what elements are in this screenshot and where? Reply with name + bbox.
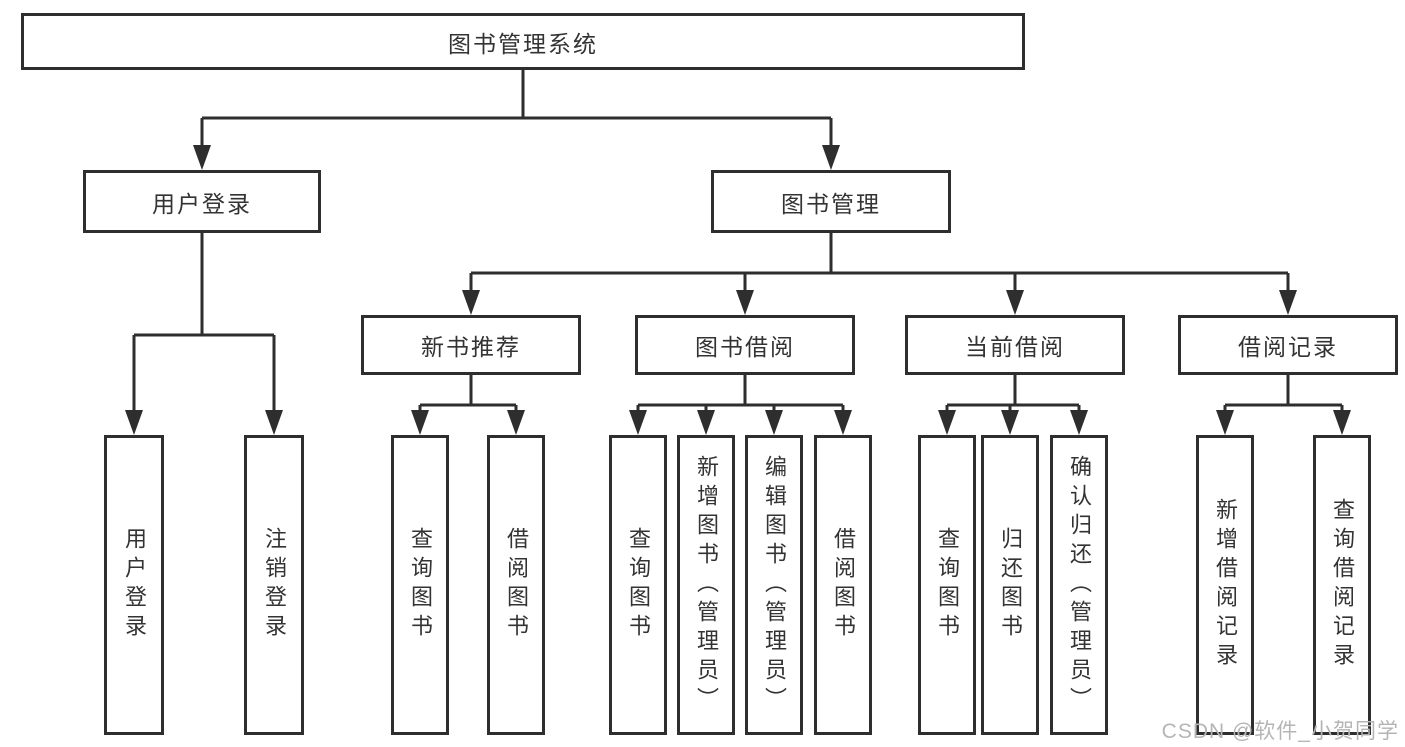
- arrowhead: [938, 410, 956, 435]
- arrowhead: [507, 410, 525, 435]
- node-user-login: 用户登录: [83, 170, 321, 233]
- arrowhead: [462, 290, 480, 315]
- edge-book-mgmt-branch: [469, 233, 1290, 292]
- node-new-book-recommend: 新书推荐: [361, 315, 581, 375]
- leaf-label: 编辑图书（管理员）: [762, 454, 787, 716]
- node-borrow-records: 借阅记录: [1178, 315, 1398, 375]
- arrowhead: [765, 410, 783, 435]
- arrowhead: [1001, 410, 1019, 435]
- node-book-borrowing: 图书借阅: [635, 315, 855, 375]
- leaf-label: 确认归还（管理员）: [1067, 454, 1092, 716]
- node-library-system: 图书管理系统: [21, 13, 1025, 70]
- leaf-label: 新增借阅记录: [1213, 498, 1238, 672]
- leaf-cb-return-books: 归还图书: [981, 435, 1039, 735]
- edge-new-books-branch: [418, 375, 518, 411]
- arrowhead: [1216, 410, 1234, 435]
- arrowhead: [697, 410, 715, 435]
- leaf-label: 用户登录: [122, 527, 147, 643]
- node-current-borrowing: 当前借阅: [905, 315, 1125, 375]
- arrowhead: [1333, 410, 1351, 435]
- leaf-br-add-record: 新增借阅记录: [1196, 435, 1254, 735]
- edge-records-branch: [1223, 375, 1344, 411]
- leaf-label: 查询图书: [935, 527, 960, 643]
- edge-root-branch: [200, 70, 833, 146]
- leaf-label: 查询图书: [626, 527, 651, 643]
- leaf-label: 查询图书: [408, 527, 433, 643]
- leaf-label: 注销登录: [262, 527, 287, 643]
- node-book-management: 图书管理: [711, 170, 951, 233]
- leaf-user-login: 用户登录: [104, 435, 164, 735]
- edge-current-branch: [945, 375, 1081, 411]
- leaf-bb-borrow-books: 借阅图书: [814, 435, 872, 735]
- leaf-label: 借阅图书: [831, 527, 856, 643]
- arrowhead: [265, 410, 283, 435]
- leaf-label: 借阅图书: [504, 527, 529, 643]
- leaf-nb-query-books: 查询图书: [391, 435, 449, 735]
- leaf-bb-query-books: 查询图书: [609, 435, 667, 735]
- arrowhead: [411, 410, 429, 435]
- leaf-label: 归还图书: [998, 527, 1023, 643]
- leaf-nb-borrow-books: 借阅图书: [487, 435, 545, 735]
- arrowhead: [1279, 290, 1297, 315]
- edge-borrowing-branch: [636, 375, 845, 411]
- leaf-label: 新增图书（管理员）: [694, 454, 719, 716]
- leaf-label: 查询借阅记录: [1330, 498, 1355, 672]
- arrowhead: [193, 145, 211, 170]
- arrowhead: [736, 290, 754, 315]
- arrowhead: [125, 410, 143, 435]
- leaf-cb-query-books: 查询图书: [918, 435, 976, 735]
- arrowhead: [822, 145, 840, 170]
- arrowhead: [834, 410, 852, 435]
- arrowhead: [1070, 410, 1088, 435]
- leaf-bb-edit-books: 编辑图书（管理员）: [745, 435, 803, 735]
- leaf-cb-confirm-return: 确认归还（管理员）: [1050, 435, 1108, 735]
- arrowhead: [629, 410, 647, 435]
- leaf-bb-add-books: 新增图书（管理员）: [677, 435, 735, 735]
- arrowhead: [1006, 290, 1024, 315]
- edge-user-login-branch: [132, 233, 276, 410]
- leaf-logout: 注销登录: [244, 435, 304, 735]
- csdn-watermark: CSDN @软件_小贺同学: [1161, 720, 1399, 743]
- leaf-br-query-record: 查询借阅记录: [1313, 435, 1371, 735]
